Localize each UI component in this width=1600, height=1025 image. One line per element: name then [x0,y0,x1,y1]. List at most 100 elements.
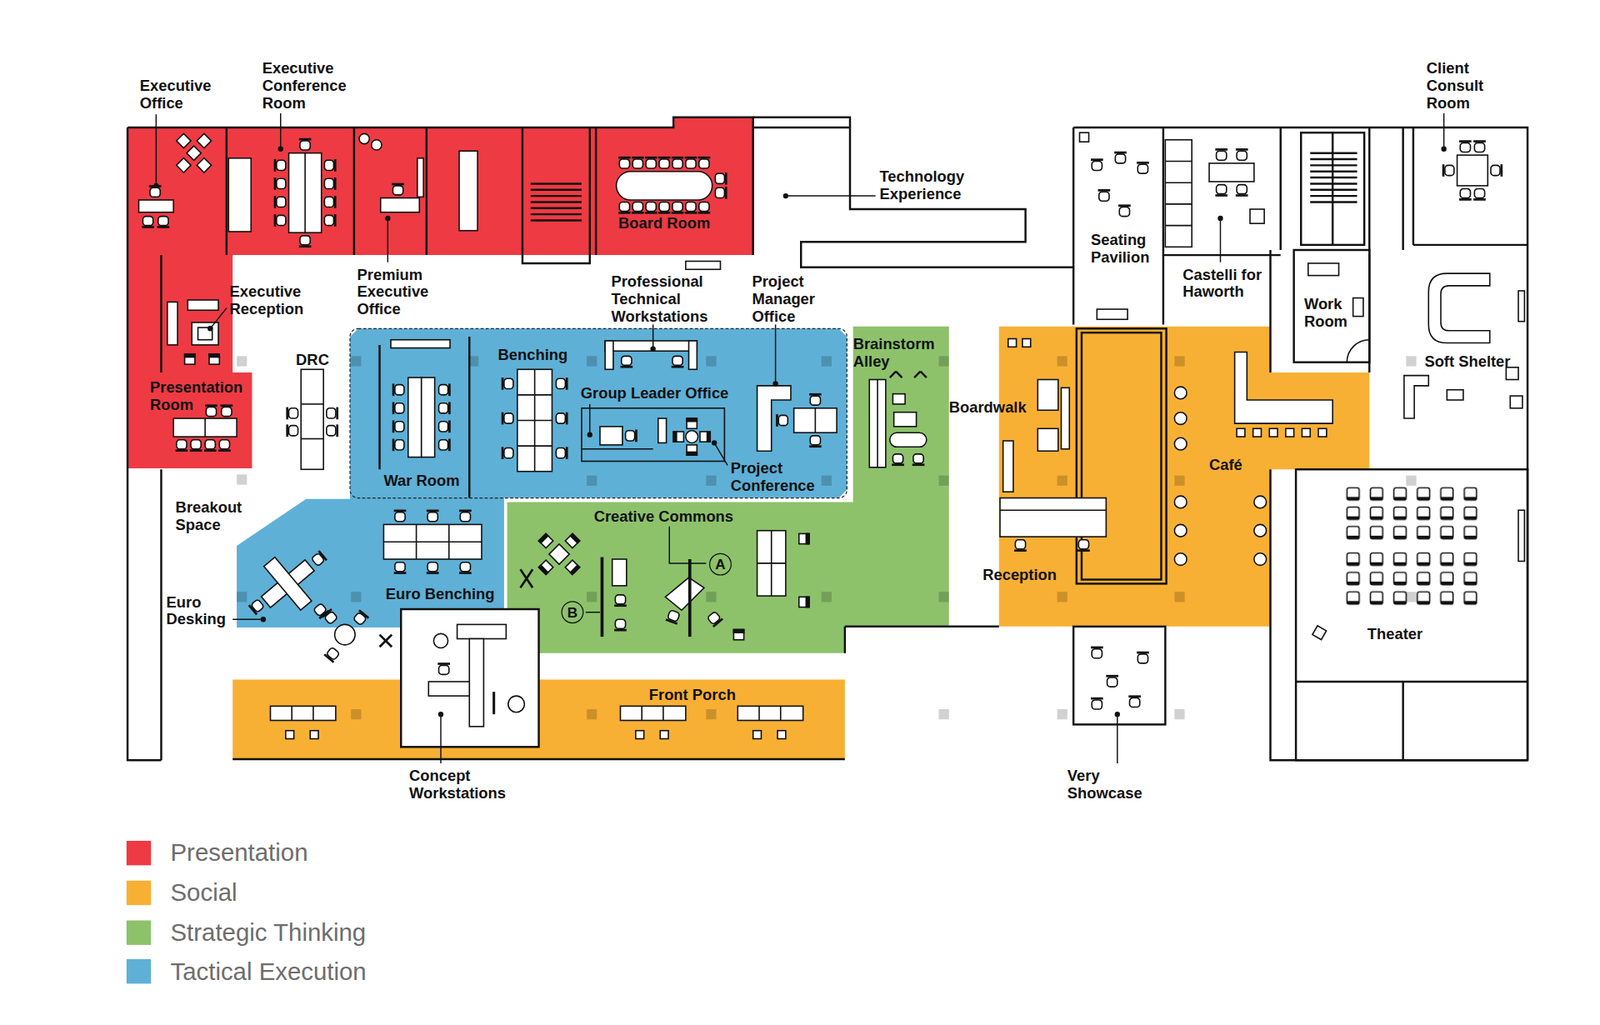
furniture [1215,149,1228,160]
furniture [799,596,810,607]
furniture [326,424,338,437]
furniture [1253,428,1262,437]
leader-line [1220,218,1221,263]
furniture [1136,652,1150,664]
area-label: Breakout Space [175,498,258,534]
furniture [502,377,514,390]
furniture [698,157,711,169]
leader-line [385,216,390,221]
column [939,475,950,486]
callout-letter: A [710,555,730,574]
area-label: Benching [498,345,569,364]
furniture [665,609,681,624]
wall [232,626,1000,760]
furniture [1473,141,1486,153]
furniture [141,216,155,228]
zone-fill [350,328,847,498]
leader-line [260,617,265,622]
furniture [393,420,405,433]
furniture [1473,189,1486,200]
furniture [439,439,450,452]
column [586,591,597,602]
furniture [612,559,627,586]
furniture [335,624,355,645]
furniture [600,557,605,638]
leader-line [440,714,441,764]
furniture [428,681,470,696]
furniture [620,705,685,720]
furniture [685,157,698,169]
furniture [393,401,405,415]
callout-circle: A [709,553,732,576]
leader-line [652,324,654,349]
leader-line [387,218,389,263]
room-area: Seating Pavilion [1073,127,1166,270]
furniture [459,510,472,522]
furniture [270,705,335,720]
furniture [635,730,645,740]
area-label: Group Leader Office [580,383,730,401]
furniture [1022,339,1031,348]
furniture [324,645,341,662]
room-name: Board Room [618,214,710,232]
furniture [417,158,424,198]
room-area: Board Room [595,127,754,255]
furniture [686,418,697,429]
furniture [299,139,312,150]
furniture [1236,428,1245,437]
furniture [1312,625,1327,640]
area-label: Brainstorm Alley [853,335,945,370]
leader-line [154,183,159,188]
furniture [383,524,482,560]
column [468,355,479,366]
furniture [517,369,553,471]
furniture [1128,696,1141,708]
furniture [614,595,627,606]
furniture [1136,162,1150,174]
furniture [1090,698,1104,710]
furniture [1404,375,1429,419]
furniture [287,424,299,437]
furniture [685,260,721,270]
column [586,355,597,366]
legend-text: Social [170,877,237,909]
furniture [326,407,338,420]
column [1174,475,1185,486]
wall [1300,132,1365,245]
furniture [620,355,633,367]
leader-line [280,113,281,150]
furniture [275,214,286,227]
furniture [660,730,669,740]
legend-item: Social [126,880,454,905]
furniture [139,200,175,213]
furniture [1118,205,1131,217]
room-area: Presentation Room [142,373,254,469]
wall [530,183,582,220]
column [236,355,1417,720]
furniture [204,418,206,437]
furniture [1008,339,1017,348]
furniture [876,380,879,468]
furniture [1165,160,1192,225]
column [1405,475,1416,486]
wall [1294,250,1370,363]
furniture [1037,428,1058,451]
furniture [322,609,340,625]
legend-swatch [126,920,151,945]
furniture [733,630,744,640]
leader-line [155,114,157,186]
leader-line [712,440,717,445]
furniture [433,633,448,648]
column [1405,591,1416,602]
column [1174,709,1185,720]
leader-line [278,146,283,151]
furniture [391,184,405,195]
legend-item: Presentation [126,840,454,865]
furniture [671,355,685,367]
furniture [209,354,220,365]
room-name: Front Porch [649,685,736,704]
furniture [1174,524,1187,537]
room-name: Work Room [1304,295,1362,330]
furniture [689,340,698,370]
